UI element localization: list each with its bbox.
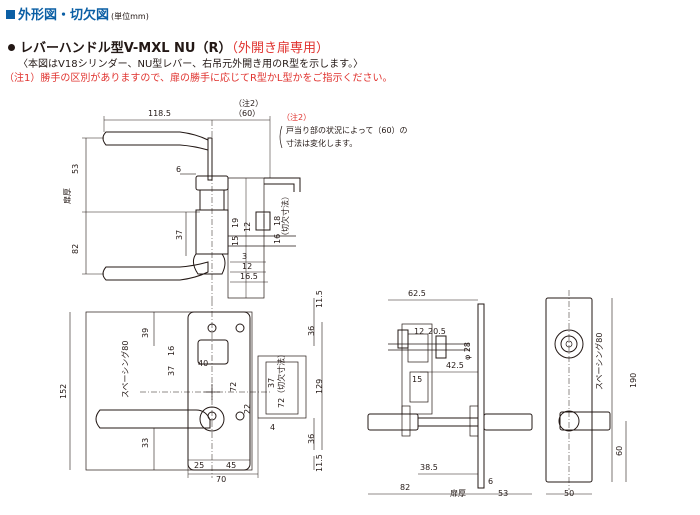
dim-w45: 45: [226, 461, 236, 470]
product-note: （外開き扉専用）: [231, 41, 329, 56]
product-type: レバーハンドル型: [20, 41, 124, 56]
dim-16: 16: [273, 234, 282, 244]
dim-w25: 25: [194, 461, 204, 470]
dim-w40: 40: [198, 359, 208, 368]
section-header: 外形図・切欠図(単位mm): [6, 4, 149, 23]
dim-w50: 50: [564, 489, 574, 498]
dim-w12: 12: [414, 327, 424, 336]
dim-19: 19: [231, 218, 240, 228]
header-title: 外形図・切欠図: [18, 8, 110, 23]
dim-h190: 190: [629, 373, 638, 388]
dim-w70: 70: [216, 475, 226, 484]
dim-h33: 33: [141, 438, 150, 448]
dim-h11-5-bottom: 11.5: [315, 454, 324, 472]
cut-label-front: 72（切欠寸法）: [276, 350, 286, 408]
dim-h82: 82: [71, 244, 80, 254]
dim-h16: 16: [167, 346, 176, 356]
note2-line2: 寸法は変化します。: [286, 138, 357, 148]
dim-w53: 53: [498, 489, 508, 498]
dim-60: （60）: [234, 109, 260, 118]
bullet-icon: [8, 44, 15, 51]
dim-lever-length: 118.5: [148, 109, 171, 118]
dim-w62-5: 62.5: [408, 289, 426, 298]
note2-block: （注2） 戸当り部の状況によって（60）の 寸法は変化します。: [279, 112, 408, 149]
dim-h11-5-top: 11.5: [315, 290, 324, 308]
dim-w82: 82: [400, 483, 410, 492]
side-view: 62.5 12 20.5 φ 28 42.5 15 38.5 82 6 53 扉…: [367, 289, 533, 498]
dim-h39: 39: [141, 328, 150, 338]
dim-w6: 6: [488, 477, 493, 486]
dim-h36-top: 36: [307, 326, 316, 336]
dim-h129: 129: [315, 379, 324, 394]
dim-h53: 53: [71, 164, 80, 174]
dim-h15: 15: [412, 375, 422, 384]
dim-h37b: 37: [267, 378, 276, 388]
spacing-label-back: スペーシング80: [594, 333, 604, 390]
dim-h152: 152: [59, 384, 68, 399]
description-line: 〈本図はV18シリンダー、NU型レバー、右吊元外開き用のR型を示します。〉: [18, 59, 364, 70]
header-unit: (単位mm): [111, 12, 149, 21]
spacing-label-front: スペーシング80: [120, 341, 130, 398]
dim-6: 6: [176, 165, 181, 174]
dim-w38-5: 38.5: [420, 463, 438, 472]
door-thickness-label-top: 扉厚: [62, 188, 72, 204]
front-view: 152 39 16 37 33 スペーシング80 40 72 22 37 72（…: [59, 290, 324, 484]
note2-tag: （注2）: [282, 112, 311, 122]
dim-w20-5: 20.5: [428, 327, 446, 336]
dim-12a: 12: [243, 222, 252, 232]
dim-3: 3: [242, 252, 247, 261]
dim-h22: 22: [243, 404, 252, 414]
caution-line: （注1）勝手の区別がありますので、扉の勝手に応じてR型かL型かをご指示ください。: [4, 73, 393, 84]
dim-w42-5: 42.5: [446, 361, 464, 370]
dim-16-5: 16.5: [240, 272, 258, 281]
back-view: 190 60 スペーシング80 50: [545, 290, 638, 498]
dim-12b: 12: [242, 262, 252, 271]
dim-w72: 72: [229, 382, 238, 392]
dim-37: 37: [175, 230, 184, 240]
cut-label-top: （切欠寸法）: [280, 192, 290, 240]
dim-h60: 60: [615, 446, 624, 456]
note2-tag-top: （注2）: [234, 98, 263, 108]
product-title: レバーハンドル型V-MXL NU（R）（外開き扉専用）: [8, 37, 329, 56]
top-view: 118.5 （注2） （60） 53 82 扉厚 6 37 19 15 12 1…: [62, 98, 301, 300]
dim-18: 18: [273, 216, 282, 226]
dim-h36-bottom: 36: [307, 434, 316, 444]
header-square-icon: [6, 10, 15, 19]
dim-phi28: φ 28: [463, 342, 472, 360]
note2-line1: 戸当り部の状況によって（60）の: [286, 125, 408, 135]
dim-h4: 4: [270, 423, 275, 432]
product-model: V-MXL NU（R）: [123, 41, 232, 56]
dim-h37: 37: [167, 366, 176, 376]
dim-15: 15: [231, 236, 240, 246]
door-thickness-label-side: 扉厚: [450, 488, 466, 498]
